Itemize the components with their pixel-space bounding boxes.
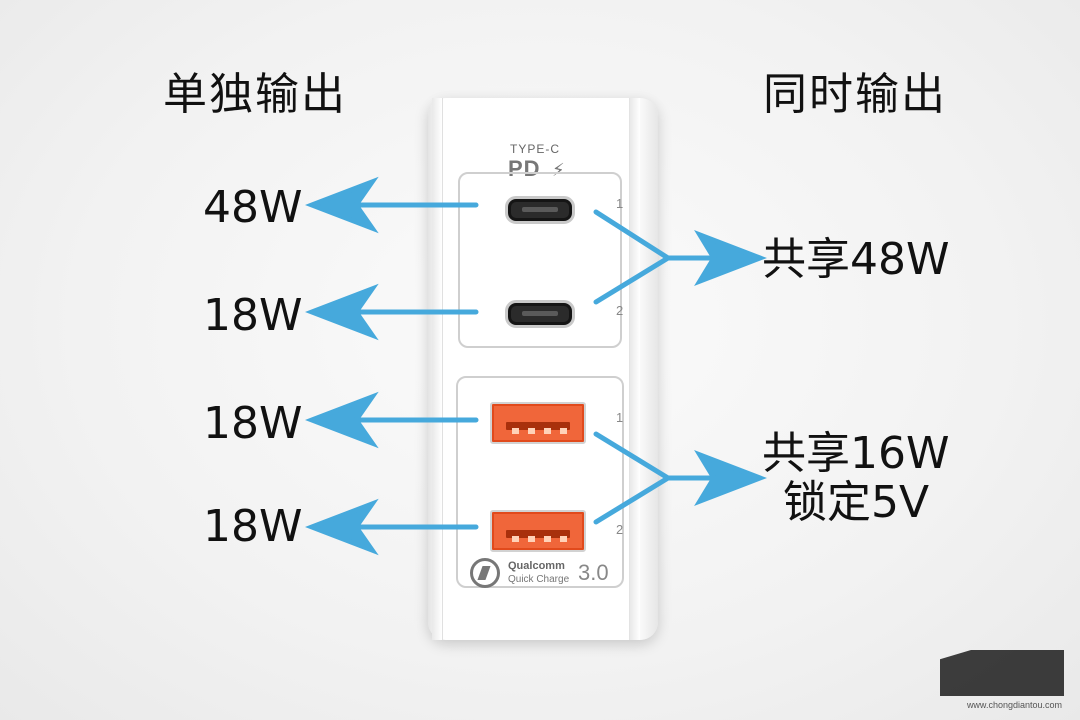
watermark-url: www.chongdiantou.com	[967, 700, 1062, 710]
single-output-usb-a-2: 18W	[203, 505, 303, 549]
merge-line-a2	[596, 478, 668, 522]
watermark-logo-icon	[940, 650, 1064, 696]
single-output-type-c-2: 18W	[203, 294, 303, 338]
watermark: www.chongdiantou.com	[938, 650, 1068, 710]
merge-line-a1	[596, 434, 668, 478]
usb-a-lock-note: 锁定5V	[783, 481, 929, 525]
merge-line-c2	[596, 258, 668, 302]
shared-output-type-c: 共享48W	[762, 238, 950, 282]
single-output-usb-a-1: 18W	[203, 402, 303, 446]
shared-output-usb-a: 共享16W	[762, 432, 950, 476]
single-output-type-c-1: 48W	[203, 186, 303, 230]
merge-line-c1	[596, 212, 668, 258]
